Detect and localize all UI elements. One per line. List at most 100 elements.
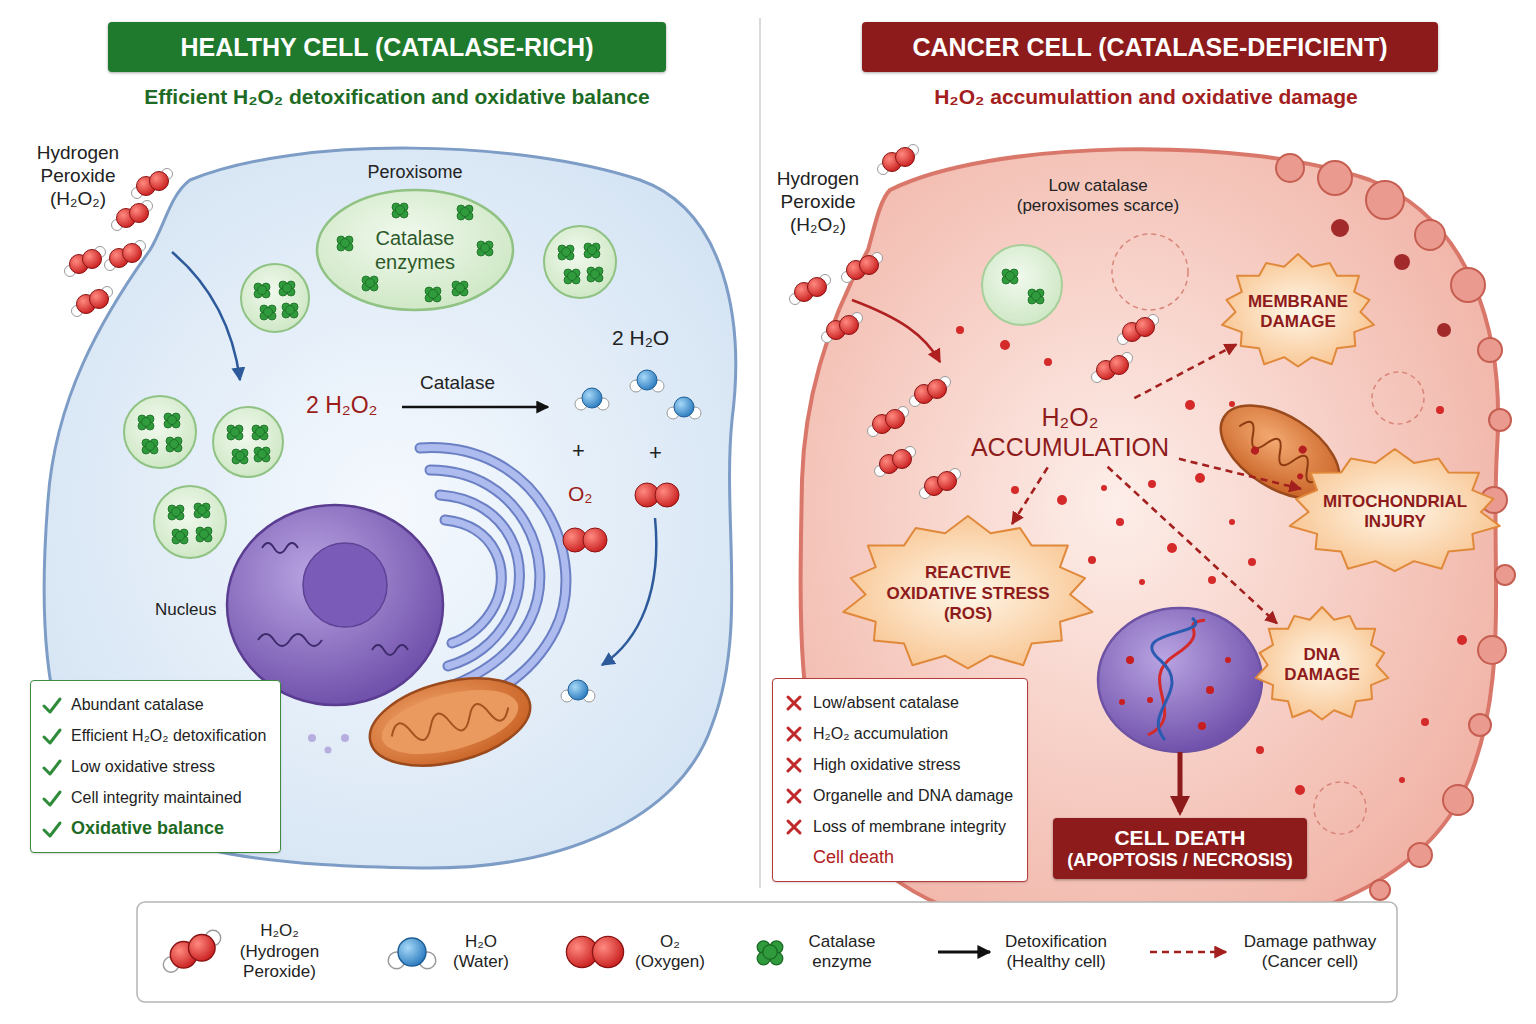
peroxisome-name: Peroxisome xyxy=(315,160,515,184)
outcome-detail: (APOPTOSIS / NECROSIS) xyxy=(1067,850,1293,872)
legend-icon xyxy=(757,941,783,965)
catalase-icon xyxy=(564,269,580,284)
empty-peroxisome xyxy=(1112,234,1188,310)
damage-dot xyxy=(1119,699,1125,705)
catalase-icon xyxy=(1002,269,1018,284)
catalase-icon xyxy=(172,529,188,544)
ros-dot xyxy=(1248,558,1256,566)
dna-strand xyxy=(372,645,408,655)
ros-dot xyxy=(1457,635,1467,645)
hub-text: H₂O₂ ACCUMULATION xyxy=(971,402,1169,462)
catalase-icon xyxy=(142,439,158,454)
annotation: Low catalase (peroxisomes scarce) xyxy=(1008,176,1188,217)
nucleus-outline xyxy=(227,505,443,705)
ros-dot xyxy=(1167,543,1177,553)
peroxisome xyxy=(241,264,309,332)
plus-sign: + xyxy=(572,438,585,464)
catalase-icon xyxy=(337,236,353,251)
ros-dot xyxy=(1195,473,1205,483)
list-item: Cell integrity maintained xyxy=(71,789,242,807)
outcome-title: CELL DEATH xyxy=(1067,825,1293,850)
er-membrane xyxy=(430,470,540,690)
starburst-shape xyxy=(843,516,1092,668)
damage-blob xyxy=(1331,219,1349,237)
list-item: Abundant catalase xyxy=(71,696,204,714)
vesicle xyxy=(325,747,332,754)
ros-dot xyxy=(1208,576,1216,584)
er-membrane xyxy=(445,520,501,643)
organelle-label: Nucleus xyxy=(155,600,216,620)
list-item: H₂O₂ accumulation xyxy=(813,725,948,743)
legend-text: Detoxification (Healthy cell) xyxy=(996,932,1116,973)
equation-term: 2 H₂O₂ xyxy=(306,392,378,420)
catalase-icon xyxy=(232,449,248,464)
catalase-icon xyxy=(227,425,243,440)
bleb xyxy=(1478,338,1502,362)
nucleus xyxy=(1098,608,1262,752)
ros-dot xyxy=(1000,340,1010,350)
list-row: Abundant catalase xyxy=(41,689,266,720)
catalase-icon xyxy=(194,503,210,518)
bleb xyxy=(1443,785,1473,815)
legend-item: O₂ (Oxygen) xyxy=(628,932,712,973)
peroxisome-outline xyxy=(124,396,196,468)
cross-mark xyxy=(788,728,800,740)
legend-text: H₂O (Water) xyxy=(448,932,514,973)
peroxisome-outline xyxy=(982,245,1062,325)
legend-item: Detoxification (Healthy cell) xyxy=(996,932,1116,973)
damage-dot xyxy=(1206,686,1214,694)
catalase-icon xyxy=(196,527,212,542)
legend-text: H₂O₂ (Hydrogen Peroxide) xyxy=(232,921,327,982)
endoplasmic-reticulum xyxy=(420,448,566,712)
label-wrap: Efficient H₂O₂ detoxification and oxidat… xyxy=(144,84,649,109)
list-item: Cell death xyxy=(813,847,894,868)
dna-strand xyxy=(258,634,322,646)
legend-dashed-arrow xyxy=(1150,951,1226,954)
catalase-icon xyxy=(279,281,295,296)
legend-text: Damage pathway (Cancer cell) xyxy=(1240,932,1380,973)
outcome-box: CELL DEATH(APOPTOSIS / NECROSIS) xyxy=(1053,818,1307,879)
check-mark xyxy=(44,761,60,774)
bleb xyxy=(1495,565,1515,585)
catalase-icon xyxy=(260,305,276,320)
legend-text: Catalase enzyme xyxy=(800,932,884,973)
catalase-icon xyxy=(584,243,600,258)
damage-arrow xyxy=(1012,467,1048,524)
peroxisome-outline xyxy=(241,264,309,332)
peroxide-molecule xyxy=(878,145,919,175)
legend-icon xyxy=(566,936,623,967)
banner-title: CANCER CELL (CATALASE-DEFICIENT) xyxy=(913,33,1388,62)
list-row: Cell death xyxy=(783,842,1013,873)
damage-dot xyxy=(1126,656,1134,664)
bleb xyxy=(1469,714,1491,736)
ros-dot xyxy=(1399,777,1405,783)
entry-arrow xyxy=(852,300,940,362)
checklist-box: Abundant catalaseEfficient H₂O₂ detoxifi… xyxy=(30,680,281,853)
mitochondrion-matrix xyxy=(375,678,524,766)
peroxisome-outline xyxy=(315,188,515,312)
empty-peroxisome xyxy=(1314,782,1366,834)
ros-dot xyxy=(1229,519,1235,525)
peroxisome xyxy=(154,486,226,558)
dna-strand xyxy=(1152,618,1196,740)
peroxide-molecule xyxy=(910,377,951,407)
damage-dot xyxy=(1249,445,1260,456)
peroxide-molecule xyxy=(842,253,883,283)
damage-starburst: DNA DAMAGE xyxy=(1252,605,1392,725)
list-row: Low/absent catalase xyxy=(783,687,1013,718)
catalase-icon xyxy=(254,283,270,298)
outcome-arrow xyxy=(1178,752,1183,812)
check-mark xyxy=(44,823,60,836)
label-wrap: + xyxy=(572,438,585,464)
peroxisome-outline xyxy=(544,226,616,298)
cross-icon xyxy=(783,785,805,807)
starburst-text: REACTIVE OXIDATIVE STRESS (ROS) xyxy=(882,563,1054,624)
reaction-arrow xyxy=(402,406,548,409)
starburst-text: DNA DAMAGE xyxy=(1284,645,1360,686)
list-item: High oxidative stress xyxy=(813,756,961,774)
oxygen-molecule xyxy=(635,483,679,507)
legend-item: Catalase enzyme xyxy=(800,932,884,973)
damage-dot xyxy=(1198,722,1206,730)
damage-dot xyxy=(1147,697,1153,703)
catalase-icon xyxy=(138,415,154,430)
